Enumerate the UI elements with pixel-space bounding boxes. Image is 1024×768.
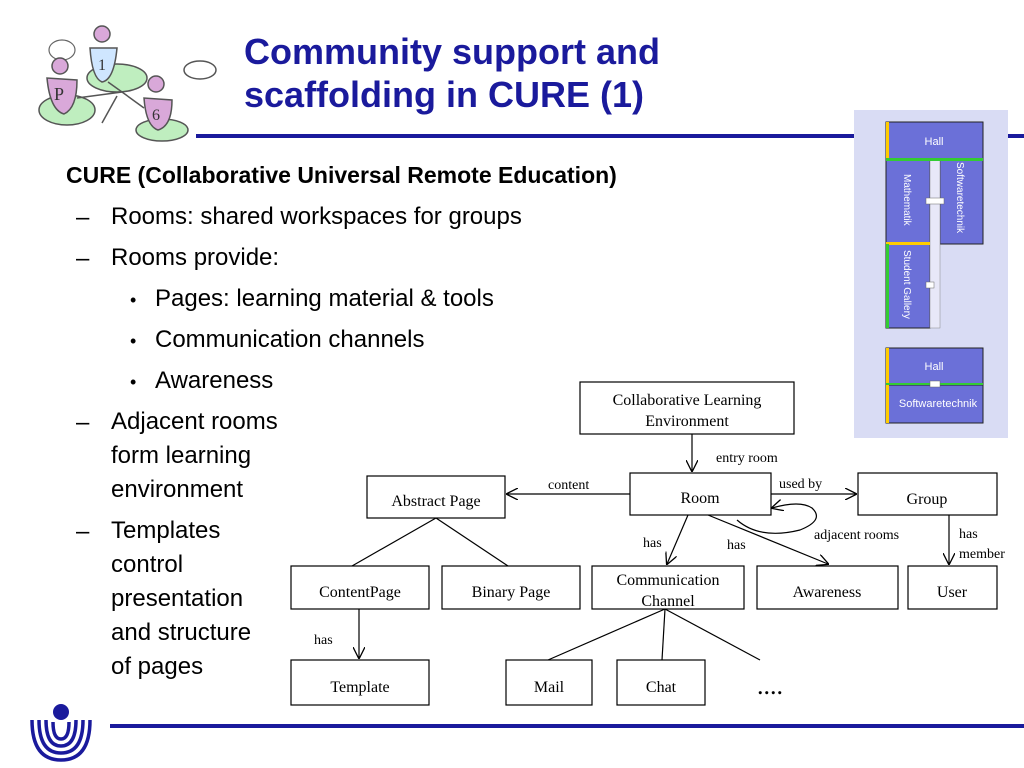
node-template [290, 659, 430, 706]
comm-label-2: Channel [641, 593, 695, 610]
community-sketch-icon: 1 P 6 [38, 25, 217, 142]
list-item: Adjacent rooms form learning environment [111, 408, 278, 503]
mathematik-label: Mathematik [901, 174, 912, 227]
student-gallery-label: Student Gallery [901, 250, 912, 319]
content-edge-label: content [548, 478, 589, 493]
hall-room-2 [885, 347, 984, 386]
edge-comm-to-mail [547, 608, 666, 661]
list-marker: • [130, 372, 137, 392]
template-label: Template [330, 679, 389, 696]
svg-text:P: P [54, 84, 64, 104]
list-item: Rooms: shared workspaces for groups [111, 203, 522, 230]
node-group [857, 472, 998, 516]
node-abstract-page [366, 475, 506, 519]
adjacent-rooms-label: adjacent rooms [814, 528, 899, 543]
node-cle [579, 381, 795, 435]
softwaretechnik-label: Softwaretechnik [954, 162, 965, 234]
has-awareness-label: has [727, 538, 746, 553]
content-page-label: ContentPage [319, 584, 401, 601]
list-marker: – [76, 409, 90, 436]
hall-label: Hall [925, 136, 944, 148]
node-chat [616, 659, 706, 706]
more-nodes-ellipsis: .... [757, 671, 783, 700]
node-content-page [290, 565, 430, 610]
svg-text:1: 1 [98, 57, 106, 74]
node-awareness [756, 565, 899, 610]
comm-label-1: Communication [616, 572, 719, 589]
edge-has-comm [667, 514, 689, 564]
list-item: Communication channels [155, 326, 425, 353]
edge-comm-to-chat [661, 608, 666, 661]
edge-abstract-to-content [351, 517, 437, 567]
cle-label-2: Environment [645, 413, 729, 430]
chat-label: Chat [646, 679, 677, 696]
node-user [907, 565, 998, 610]
list-marker: – [76, 518, 90, 545]
mail-label: Mail [534, 679, 565, 696]
cle-label-1: Collaborative Learning [613, 392, 762, 409]
list-item: Awareness [155, 367, 274, 394]
list-marker: • [130, 331, 137, 351]
softwaretechnik-room [939, 159, 984, 245]
softwaretechnik-room-2 [885, 384, 984, 424]
room-map: Hall Mathematik Softwaretechnik Student … [854, 110, 1008, 438]
room-label: Room [680, 490, 720, 507]
node-room [629, 472, 772, 516]
softwaretechnik-label-2: Softwaretechnik [899, 398, 978, 410]
footer-divider [110, 724, 1024, 728]
awareness-label: Awareness [793, 584, 862, 601]
node-mail [505, 659, 593, 706]
svg-text:6: 6 [152, 107, 160, 124]
list-item: Templates control presentation and struc… [111, 517, 252, 680]
group-label: Group [907, 491, 948, 508]
edge-abstract-to-binary [435, 517, 509, 567]
node-communication-channel [591, 565, 745, 610]
list-item: Pages: learning material & tools [155, 285, 494, 312]
used-by-label: used by [779, 477, 822, 492]
edge-comm-to-more [664, 608, 761, 661]
edge-has-awareness [707, 514, 828, 564]
binary-page-label: Binary Page [472, 584, 551, 601]
section-heading: CURE (Collaborative Universal Remote Edu… [66, 162, 617, 188]
list-item: Rooms provide: [111, 244, 280, 271]
title-divider [196, 134, 1024, 138]
has-comm-label: has [643, 536, 662, 551]
node-binary-page [441, 565, 581, 610]
list-marker: – [76, 245, 90, 272]
list-marker: • [130, 290, 137, 310]
edge-adjacent-rooms [736, 504, 818, 534]
list-marker: – [76, 204, 90, 231]
has-member-label-2: member [959, 547, 1005, 562]
hall-room [885, 121, 984, 161]
abstract-page-label: Abstract Page [391, 493, 480, 510]
has-member-label-1: has [959, 527, 978, 542]
user-label: User [937, 584, 968, 601]
university-logo [30, 704, 92, 762]
has-template-label: has [314, 633, 333, 648]
slide-title: Community support and scaffolding in CUR… [244, 31, 660, 115]
entry-room-label: entry room [716, 451, 778, 466]
hall-label-2: Hall [925, 361, 944, 373]
